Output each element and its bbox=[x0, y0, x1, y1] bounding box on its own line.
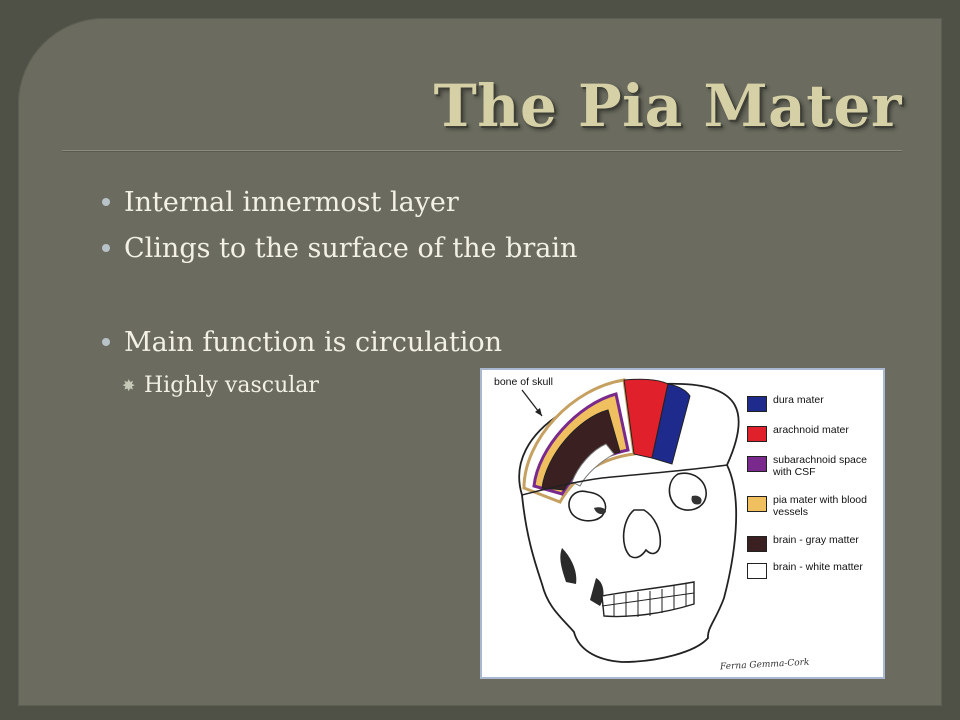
skull-drawing bbox=[518, 378, 740, 663]
left-eye-shade bbox=[594, 507, 606, 515]
white-matter-layer bbox=[571, 443, 615, 487]
jaw-shadow bbox=[590, 578, 604, 606]
bullet-item: Internal innermost layer bbox=[100, 180, 577, 226]
legend-label: pia mater with blood vessels bbox=[773, 494, 867, 518]
cut-line bbox=[521, 464, 728, 496]
legend-label: arachnoid mater bbox=[773, 424, 849, 436]
bullet-text: Clings to the surface of the brain bbox=[124, 233, 578, 264]
legend-swatch bbox=[747, 563, 767, 579]
label-arrow-head bbox=[535, 408, 542, 416]
legend-label: brain - gray matter bbox=[773, 534, 859, 546]
bullet-spacer bbox=[100, 272, 577, 320]
left-cheek-shadow bbox=[560, 548, 577, 584]
legend-swatch bbox=[747, 536, 767, 552]
legend-label: brain - white matter bbox=[773, 561, 863, 573]
legend-swatch bbox=[747, 496, 767, 512]
bullet-dot-icon bbox=[102, 198, 110, 206]
title-divider bbox=[62, 150, 902, 151]
left-eye-socket bbox=[568, 490, 607, 522]
bullet-text: Internal innermost layer bbox=[124, 187, 459, 218]
bullet-item: Main function is circulation bbox=[100, 320, 577, 366]
slide-title: The Pia Mater bbox=[433, 72, 902, 140]
sub-bullet-text: Highly vascular bbox=[144, 373, 319, 398]
skull-diagram: bone of skull dura mater arachnoid mater… bbox=[480, 368, 885, 679]
bullet-item: Clings to the surface of the brain bbox=[100, 226, 577, 272]
skull-label: bone of skull bbox=[494, 376, 553, 388]
sub-bullet-star-icon: ✸ bbox=[122, 376, 136, 395]
legend-swatch bbox=[747, 426, 767, 442]
legend-label: dura mater bbox=[773, 394, 824, 406]
right-eye-shade bbox=[691, 495, 702, 505]
bullet-text: Main function is circulation bbox=[124, 327, 503, 358]
legend-swatch bbox=[747, 396, 767, 412]
bite-line bbox=[601, 592, 695, 607]
bullet-dot-icon bbox=[102, 338, 110, 346]
legend-label: subarachnoid space with CSF bbox=[773, 454, 867, 478]
bullet-dot-icon bbox=[102, 244, 110, 252]
nose-cavity bbox=[622, 509, 662, 559]
legend-swatch bbox=[747, 456, 767, 472]
dura-layer bbox=[651, 383, 691, 465]
sub-bullet-item: ✸ Highly vascular bbox=[100, 368, 577, 404]
bullet-list: Internal innermost layer Clings to the s… bbox=[100, 180, 577, 404]
